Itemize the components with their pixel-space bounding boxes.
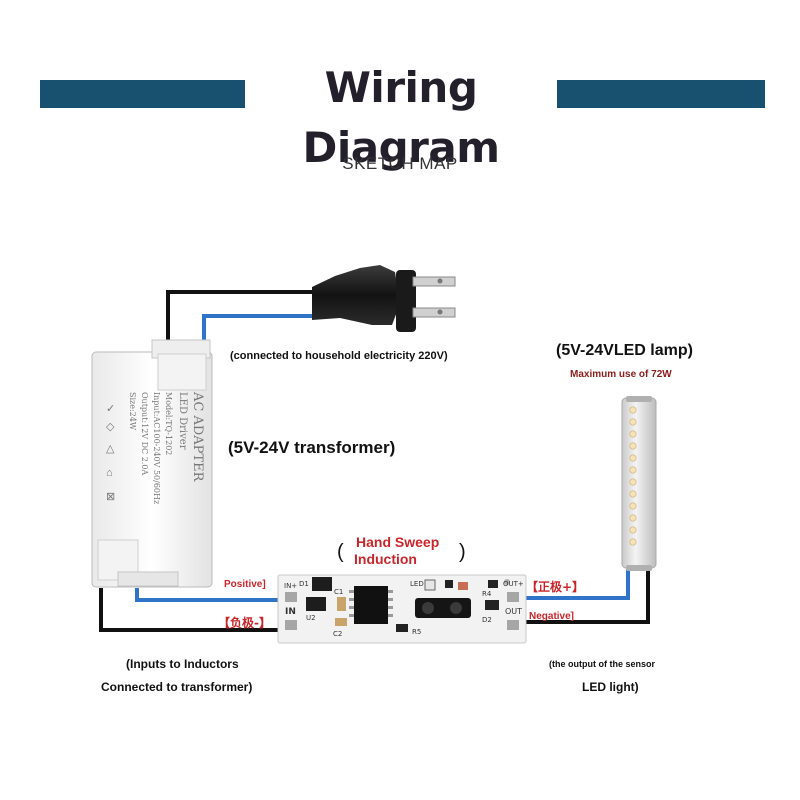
output-caption-line1: (the output of the sensor (549, 659, 655, 669)
paren-left: ( (337, 541, 344, 563)
transformer-label: (5V-24V transformer) (228, 438, 396, 457)
inputs-caption-line2: Connected to transformer) (101, 680, 253, 694)
adapter-label-line: Input:AC100-240V 50/60Hz (152, 392, 161, 504)
header-bar-left (40, 80, 245, 108)
mark-r4: R4 (482, 590, 492, 598)
lamp-led-dot (629, 466, 637, 474)
ac-adapter: ✓ ◇ △ ⌂ ⊠ (91, 339, 213, 588)
page-subtitle: SKETCH MAP (342, 154, 458, 173)
lamp-led-dot (629, 502, 637, 510)
mains-label: (connected to household electricity 220V… (230, 350, 448, 362)
svg-text:△: △ (106, 443, 115, 455)
adapter-label-line: Model:TQ-1202 (164, 392, 173, 455)
lamp-led-dot (629, 526, 637, 534)
lamp-led-dot (629, 538, 637, 546)
pin-out-label: OUT (505, 607, 522, 616)
svg-text:⌂: ⌂ (106, 467, 113, 479)
output-wires (520, 568, 650, 624)
pin-in-plus-label: IN+ (284, 582, 297, 590)
pin-in-label: IN (285, 607, 296, 617)
negative-input-label: 【负极-】 (218, 616, 271, 630)
lamp-led-dot (629, 514, 637, 522)
lamp-led-dot (629, 418, 637, 426)
mark-c2: C2 (333, 630, 342, 638)
sensor-title-line2: Induction (354, 551, 417, 567)
negative-output-label: Negative] (529, 611, 575, 622)
mark-led: LED (410, 580, 424, 588)
sensor-title-line1: Hand Sweep (356, 534, 440, 550)
svg-text:◇: ◇ (106, 421, 115, 433)
mark-u2: U2 (306, 614, 316, 622)
adapter-label-line: Output:12V DC 2.0A (140, 392, 149, 475)
positive-input-label: Positive] (224, 579, 266, 590)
adapter-label-line: Size:24W (128, 392, 137, 431)
lamp-led-dot (629, 430, 637, 438)
svg-text:✓: ✓ (106, 403, 115, 415)
mark-d1: D1 (299, 580, 309, 588)
lamp-led-dot (629, 442, 637, 450)
pin-out-plus-label: OUT+ (503, 580, 524, 588)
lamp-led-dot (629, 478, 637, 486)
positive-output-label: 【正极+】 (526, 580, 585, 594)
adapter-label-line: LED Driver (177, 392, 188, 450)
header-bar-right (557, 80, 765, 108)
led-lamp (621, 396, 657, 571)
mains-wires (166, 290, 318, 345)
svg-text:⊠: ⊠ (106, 491, 115, 503)
mark-d2: D2 (482, 616, 492, 624)
inputs-caption-line1: (Inputs to Inductors (126, 657, 239, 671)
output-caption-line2: LED light) (582, 680, 639, 694)
input-wires (99, 588, 280, 632)
sensor-board: IN+ IN OUT+ OUT D1 U2 C1 C2 LED R4 R5 D2 (277, 574, 527, 644)
lamp-title: (5V-24VLED lamp) (556, 342, 693, 359)
lamp-led-dot (629, 406, 637, 414)
adapter-label-line: AC ADAPTER (190, 391, 205, 483)
lamp-led-dot (629, 490, 637, 498)
lamp-max-power: Maximum use of 72W (570, 369, 672, 380)
mark-c1: C1 (334, 588, 343, 596)
power-plug-icon (312, 265, 456, 332)
page-title: Wiring Diagram (245, 58, 557, 172)
mark-r5: R5 (412, 628, 421, 636)
paren-right: ) (459, 541, 466, 563)
lamp-led-dot (629, 454, 637, 462)
